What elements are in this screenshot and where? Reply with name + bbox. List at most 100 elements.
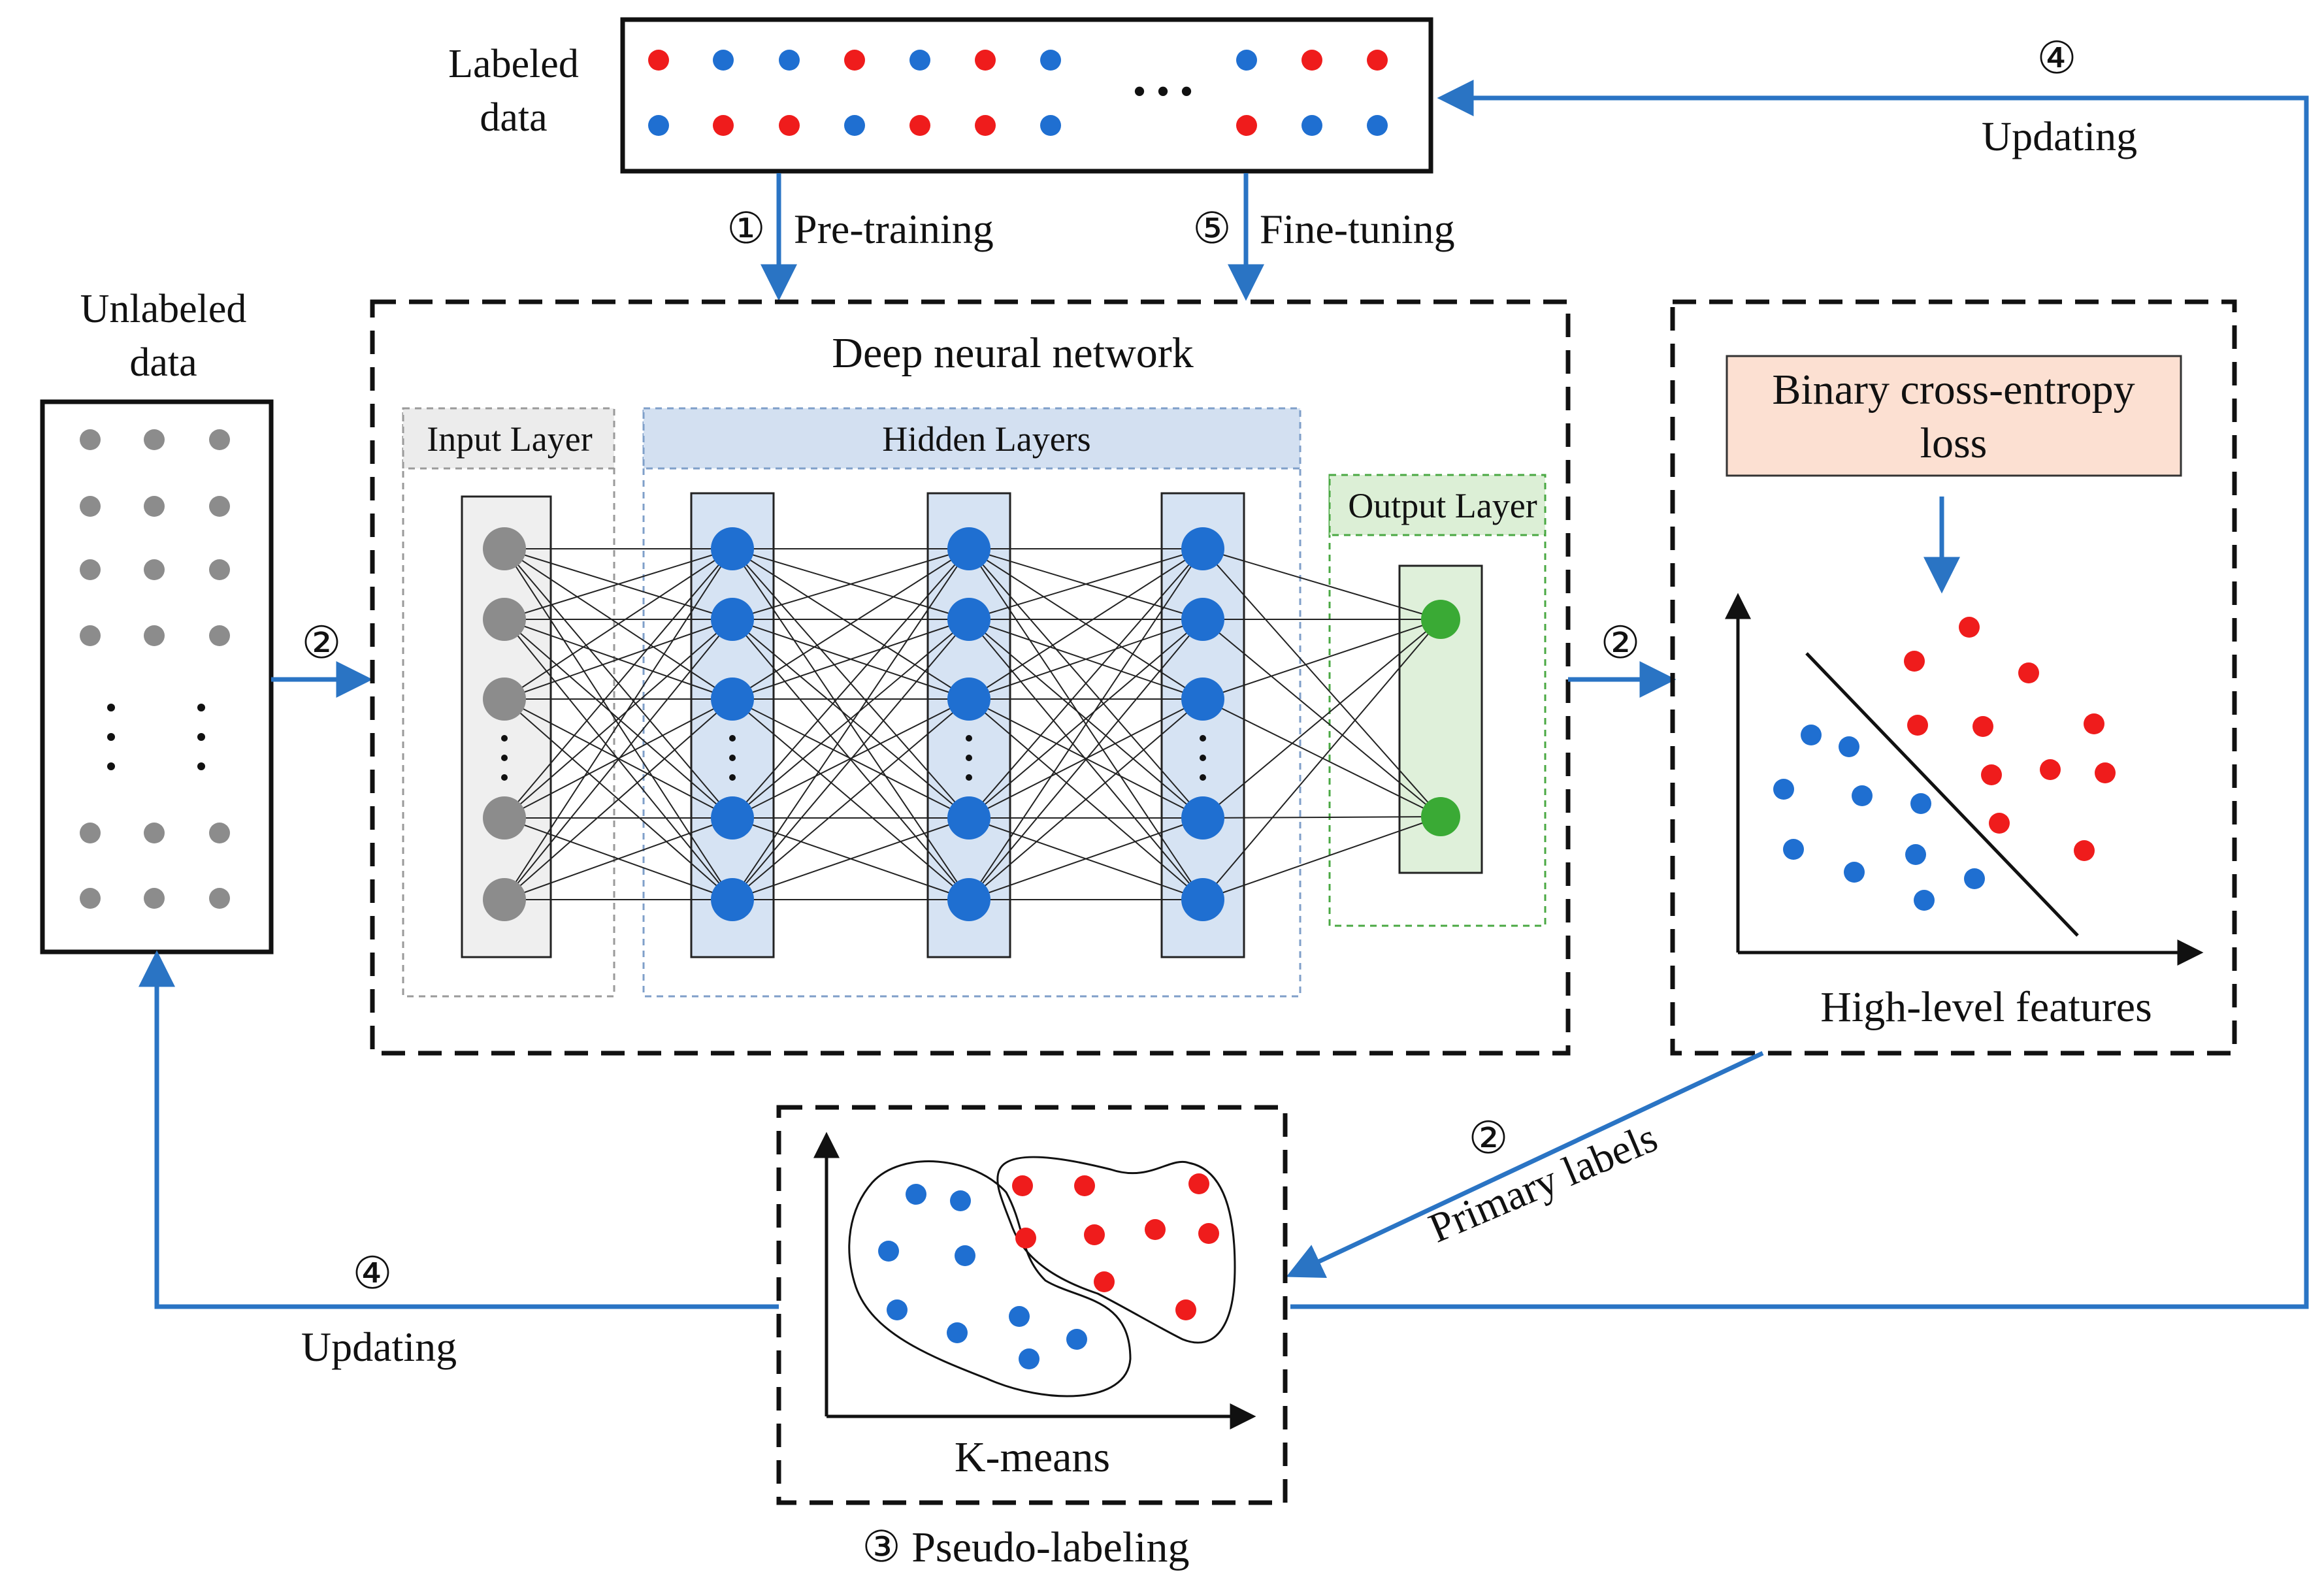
kmeans-point-blue <box>1066 1329 1087 1350</box>
unlabeled-point <box>144 429 165 450</box>
unlabeled-point <box>144 625 165 646</box>
primary-labels-arrow <box>1286 1051 1764 1279</box>
network-edge <box>968 619 1203 700</box>
feature-point-blue <box>1905 844 1926 865</box>
network-edge <box>504 619 733 819</box>
unlabeled-point <box>80 823 101 843</box>
unlabeled-ellipsis-dot <box>107 704 115 711</box>
network-edge <box>732 698 970 900</box>
kmeans-point-blue <box>947 1322 968 1343</box>
feature-point-red <box>2074 840 2095 861</box>
feature-point-red <box>1989 813 2010 834</box>
layer-ellipsis-dot <box>501 735 508 742</box>
network-edge <box>732 619 970 900</box>
pseudo-labeling-label: ③ Pseudo-labeling <box>862 1524 1190 1571</box>
hidden2-node <box>947 527 990 570</box>
layer-ellipsis-dot <box>966 735 972 742</box>
feature-point-red <box>2095 762 2116 783</box>
feature-point-red <box>1907 715 1928 736</box>
hidden1-node <box>711 796 754 840</box>
network-edge <box>968 817 1203 900</box>
labeled-point-blue <box>1301 115 1322 136</box>
network-edge <box>1202 619 1441 900</box>
step5-marker: ⑤ <box>1192 205 1231 253</box>
feature-point-blue <box>1783 839 1804 860</box>
network-edge <box>1202 698 1441 817</box>
feature-point-blue <box>1910 793 1931 814</box>
unlabeled-data-points <box>80 429 230 909</box>
feature-point-red <box>1904 651 1925 672</box>
network-edge <box>1202 619 1441 819</box>
unlabeled-ellipsis-dot <box>197 704 205 711</box>
network-edge <box>504 548 733 819</box>
input-node <box>483 598 526 641</box>
updating-bottom-label: Updating <box>301 1324 457 1370</box>
kmeans-point-red <box>1015 1228 1036 1248</box>
labeled-point-blue <box>1236 50 1257 71</box>
labeled-point-red <box>779 115 800 136</box>
labeled-data-box <box>620 17 1433 174</box>
kmeans-box <box>776 1105 1288 1505</box>
kmeans-point-red <box>1188 1173 1209 1194</box>
input-layer-header <box>402 407 615 470</box>
hidden3-node <box>1181 527 1224 570</box>
feature-point-blue <box>1773 779 1794 800</box>
step4-bottom-marker: ④ <box>353 1248 393 1298</box>
network-connections <box>504 548 1441 900</box>
primary-labels-label: Primary labels <box>1422 1114 1664 1252</box>
labeled-data-points <box>648 50 1388 136</box>
labeled-point-red <box>713 115 734 136</box>
blue-cluster-outline <box>848 1160 1132 1397</box>
network-edge <box>732 548 970 900</box>
bce-loss-label-2: loss <box>1920 419 1988 467</box>
labeled-point-blue <box>713 50 734 71</box>
hidden-layers-header <box>642 407 1301 470</box>
network-edge <box>732 619 970 819</box>
labeled-point-blue <box>648 115 669 136</box>
hidden-layers-label: Hidden Layers <box>882 419 1090 459</box>
dnn-box <box>370 299 1571 1056</box>
labeled-point-blue <box>1040 115 1061 136</box>
labeled-point-blue <box>1040 50 1061 71</box>
layer-ellipsis-dot <box>729 755 736 761</box>
network-edge <box>504 817 733 900</box>
unlabeled-point <box>80 625 101 646</box>
unlabeled-point <box>209 888 230 909</box>
unlabeled-data-label: Unlabeled <box>80 287 247 331</box>
hidden2-node <box>947 677 990 721</box>
unlabeled-point <box>144 823 165 843</box>
input-node <box>483 527 526 570</box>
unlabeled-point <box>209 496 230 517</box>
labeled-point-red <box>1236 115 1257 136</box>
network-edge <box>732 817 970 900</box>
unlabeled-point <box>80 888 101 909</box>
labeled-point-red <box>1367 50 1388 71</box>
network-nodes <box>483 527 1460 921</box>
kmeans-point-red <box>1145 1219 1166 1240</box>
input-node <box>483 878 526 921</box>
high-level-features-label: High-level features <box>1820 983 2152 1031</box>
hidden3-node <box>1181 677 1224 721</box>
kmeans-point-blue <box>1019 1348 1039 1369</box>
feature-point-blue <box>1839 736 1859 757</box>
network-edge <box>968 548 1203 819</box>
network-edge <box>504 698 733 900</box>
labeled-point-red <box>648 50 669 71</box>
network-edge <box>504 548 733 620</box>
updating-loop-top <box>1290 80 2309 1309</box>
labeled-point-red <box>844 50 865 71</box>
feature-point-red <box>1959 617 1980 638</box>
unlabeled-point <box>144 559 165 580</box>
unlabeled-point <box>144 888 165 909</box>
feature-point-blue <box>1844 862 1865 883</box>
hidden1-node <box>711 527 754 570</box>
labeled-point-blue <box>909 50 930 71</box>
output-layer-header <box>1328 474 1547 536</box>
hidden2-node <box>947 796 990 840</box>
network-edge <box>968 548 1203 700</box>
network-edge <box>504 619 733 900</box>
kmeans-point-blue <box>887 1299 908 1320</box>
bce-loss-label: Binary cross-entropy <box>1772 366 2135 414</box>
layer-ellipsis-dot <box>729 735 736 742</box>
